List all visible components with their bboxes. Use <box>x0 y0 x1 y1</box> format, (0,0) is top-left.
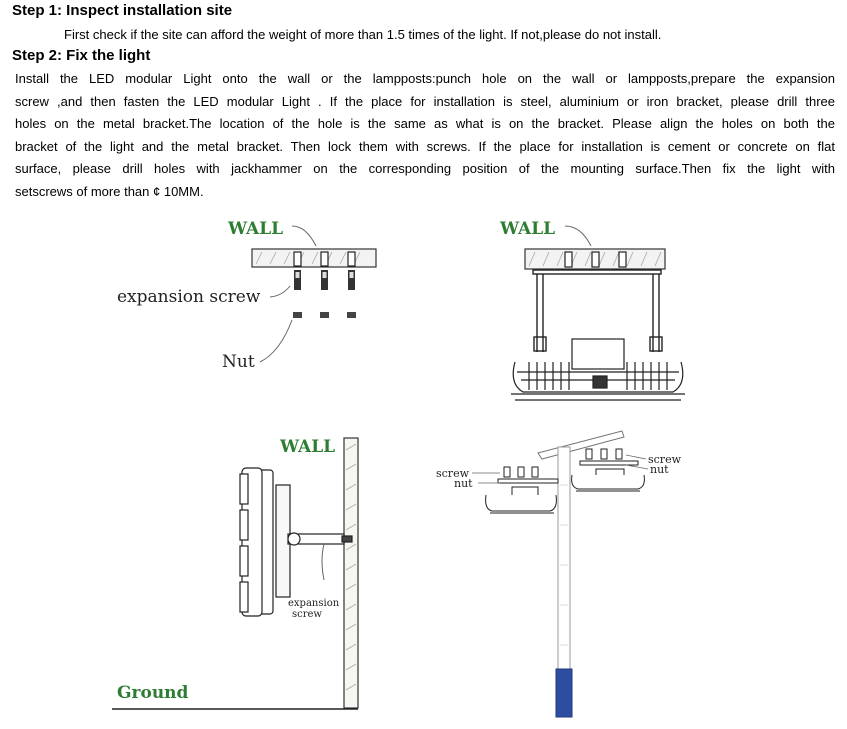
figure-side-view-wall: WALL expansion screw Ground <box>112 437 359 710</box>
wall-label: WALL <box>499 219 555 239</box>
step2-line: surface, please drill holes with jackham… <box>15 161 835 177</box>
nuts <box>293 312 356 318</box>
left-nut-label: nut <box>454 477 473 490</box>
right-pole-light <box>571 448 645 492</box>
wall-label: WALL <box>279 437 335 457</box>
step2-line: Install the LED modular Light onto the w… <box>15 71 835 86</box>
step1-heading: Step 1: Inspect installation site <box>12 2 233 19</box>
nut-label: Nut <box>222 352 255 372</box>
wall-side <box>343 437 359 709</box>
lamp-pole <box>537 430 625 718</box>
light-fixture <box>511 338 685 401</box>
expansion-screw-label: expansion <box>288 598 340 609</box>
figure-light-on-wall: WALL <box>499 219 685 401</box>
figure-wall-screws: WALL expansion screw Nut <box>117 219 377 372</box>
step2-paragraph: Install the LED modular Light onto the w… <box>15 68 835 204</box>
step2-line: screw ,and then fasten the LED modular L… <box>15 93 835 109</box>
expansion-screws <box>294 270 355 290</box>
wall-label: WALL <box>227 219 283 239</box>
left-screw-label: screw <box>436 467 470 480</box>
expansion-screw-label: screw <box>292 609 322 620</box>
ground-label: Ground <box>117 683 189 703</box>
step2-line: setscrews of more than ¢ 10MM. <box>15 183 204 199</box>
right-screw-label: screw <box>648 453 682 466</box>
mounting-bracket <box>532 269 663 352</box>
side-light-fixture <box>239 467 291 617</box>
expansion-screw-label: expansion screw <box>117 287 261 307</box>
step2-heading: Step 2: Fix the light <box>12 47 151 64</box>
step2-line: bracket of the light and the metal brack… <box>15 138 835 154</box>
left-pole-light <box>485 466 559 514</box>
step2-line: holes on the metal bracket.The location … <box>15 116 835 132</box>
step1-text: First check if the site can afford the w… <box>64 27 662 42</box>
right-nut-label: nut <box>650 463 669 476</box>
figure-pole-mount: screw nut screw nut <box>436 430 682 718</box>
side-bracket <box>287 532 353 546</box>
